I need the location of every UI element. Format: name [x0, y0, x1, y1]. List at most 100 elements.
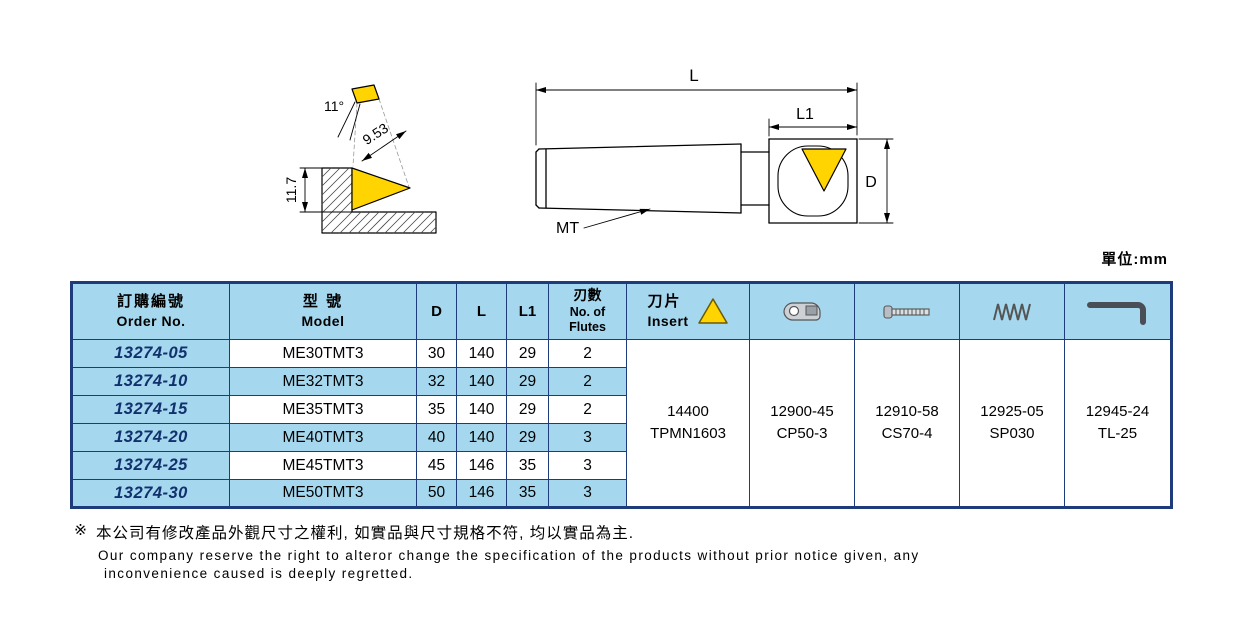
flutes-cell: 2: [548, 367, 627, 396]
header-row: 訂購編號 Order No. 型 號 Model D L L1 刃數 No. o…: [71, 282, 1172, 340]
col-header-spring: [959, 282, 1065, 340]
clamp-part-name: CP50-3: [776, 425, 828, 442]
note-zh-text: 本公司有修改產品外觀尺寸之權利, 如實品與尺寸規格不符, 均以實品為主.: [96, 525, 635, 542]
l1-cell: 29: [506, 395, 549, 424]
l1-cell: 35: [506, 451, 549, 480]
model-cell: ME45TMT3: [229, 451, 417, 480]
table-row: 13274-20 ME40TMT3 40 140 29 3: [71, 423, 1172, 452]
flutes-header-en2: Flutes: [569, 320, 606, 335]
wrench-part-cell: 12945-24 TL-25: [1064, 339, 1172, 508]
l-wrench-icon: [1086, 301, 1146, 325]
col-header-d: D: [416, 282, 457, 340]
wrench-part-code: 12945-24: [1085, 402, 1150, 420]
angle-label: 11°: [324, 98, 344, 114]
technical-drawings: 11° 9.53 11.7: [283, 66, 894, 237]
screw-icon: [883, 304, 930, 319]
l-cell: 146: [456, 451, 507, 480]
tool-outline: [535, 138, 858, 224]
insert-part-cell: 14400 TPMN1603: [626, 339, 750, 508]
insert-front-view-triangle: [351, 167, 411, 211]
order-no-cell: 13274-20: [71, 423, 230, 452]
taper-callout: [583, 208, 651, 229]
edge-length-label: 9.53: [359, 120, 391, 148]
flutes-cell: 3: [548, 451, 627, 480]
order-no-cell: 13274-30: [71, 479, 230, 508]
l1-cell: 29: [506, 367, 549, 396]
head-insert-triangle: [801, 148, 847, 192]
flutes-header-zh: 刃數: [573, 287, 602, 304]
clearance-angle-lines: [337, 101, 361, 141]
screw-part-code: 12910-58: [875, 402, 939, 420]
col-header-l1: L1: [506, 282, 549, 340]
head-length-label: L1: [796, 106, 814, 123]
screw-part-cell: 12910-58 CS70-4: [854, 339, 960, 508]
l1-cell: 29: [506, 339, 549, 368]
flutes-cell: 2: [548, 339, 627, 368]
unit-label: 單位:mm: [1101, 251, 1168, 268]
d-cell: 40: [416, 423, 457, 452]
order-no-header-zh: 訂購編號: [116, 292, 185, 310]
footnotes: ※ 本公司有修改產品外觀尺寸之權利, 如實品與尺寸規格不符, 均以實品為主. O…: [74, 521, 1194, 581]
insert-height-dimension: [299, 167, 353, 213]
flutes-header-en1: No. of: [569, 304, 606, 319]
model-cell: ME32TMT3: [229, 367, 417, 396]
diameter-dimension: [858, 138, 894, 224]
taper-label: MT: [556, 220, 579, 237]
order-no-cell: 13274-15: [71, 395, 230, 424]
d-cell: 32: [416, 367, 457, 396]
l-cell: 140: [456, 339, 507, 368]
col-header-wrench: [1064, 282, 1172, 340]
flutes-cell: 2: [548, 395, 627, 424]
insert-part-code: 14400: [667, 402, 709, 420]
spring-part-name: SP030: [989, 425, 1035, 442]
model-header-zh: 型 號: [302, 292, 344, 310]
model-cell: ME50TMT3: [229, 479, 417, 508]
projection-lines: [352, 98, 410, 188]
note-en-line2: inconvenience caused is deeply regretted…: [104, 566, 414, 581]
d-cell: 45: [416, 451, 457, 480]
d-cell: 30: [416, 339, 457, 368]
model-cell: ME30TMT3: [229, 339, 417, 368]
insert-part-name: TPMN1603: [650, 425, 726, 442]
insert-header-en: Insert: [647, 313, 689, 330]
model-cell: ME35TMT3: [229, 395, 417, 424]
l-cell: 140: [456, 395, 507, 424]
col-header-insert: 刀片 Insert: [626, 282, 750, 340]
col-header-model: 型 號 Model: [229, 282, 417, 340]
d-cell: 35: [416, 395, 457, 424]
insert-side-view: [351, 84, 380, 104]
model-cell: ME40TMT3: [229, 423, 417, 452]
note-en-line1: Our company reserve the right to alteror…: [98, 548, 920, 563]
col-header-flutes: 刃數 No. of Flutes: [548, 282, 627, 340]
d-cell: 50: [416, 479, 457, 508]
spec-table: 訂購編號 Order No. 型 號 Model D L L1 刃數 No. o…: [70, 281, 1173, 509]
l-cell: 140: [456, 423, 507, 452]
flutes-cell: 3: [548, 423, 627, 452]
col-header-screw: [854, 282, 960, 340]
insert-header-zh: 刀片: [647, 292, 682, 310]
overall-length-dimension: [535, 82, 858, 146]
table-row: 13274-25 ME45TMT3 45 146 35 3: [71, 451, 1172, 480]
overall-length-label: L: [689, 66, 698, 85]
col-header-clamp: [749, 282, 855, 340]
table-row: 13274-05 ME30TMT3 30 140 29 2 14400 TPMN…: [71, 339, 1172, 508]
order-no-cell: 13274-05: [71, 339, 230, 368]
hatch-lines: [321, 167, 437, 234]
order-no-header-en: Order No.: [116, 313, 186, 330]
order-no-cell: 13274-25: [71, 451, 230, 480]
diameter-label: D: [865, 174, 877, 191]
l-cell: 146: [456, 479, 507, 508]
edge-length-dimension: 9.53: [359, 120, 407, 162]
col-header-l: L: [456, 282, 507, 340]
note-zh-line: ※ 本公司有修改產品外觀尺寸之權利, 如實品與尺寸規格不符, 均以實品為主.: [74, 521, 1194, 543]
table-row: 13274-30 ME50TMT3 50 146 35 3: [71, 479, 1172, 508]
insert-geometry-drawing: 11° 9.53 11.7: [283, 84, 437, 234]
l1-cell: 35: [506, 479, 549, 508]
clamp-icon: [783, 301, 821, 321]
spring-part-cell: 12925-05 SP030: [959, 339, 1065, 508]
triangle-insert-icon: [697, 298, 728, 324]
screw-part-name: CS70-4: [881, 425, 933, 442]
reference-mark: ※: [74, 522, 88, 539]
order-no-cell: 13274-10: [71, 367, 230, 396]
